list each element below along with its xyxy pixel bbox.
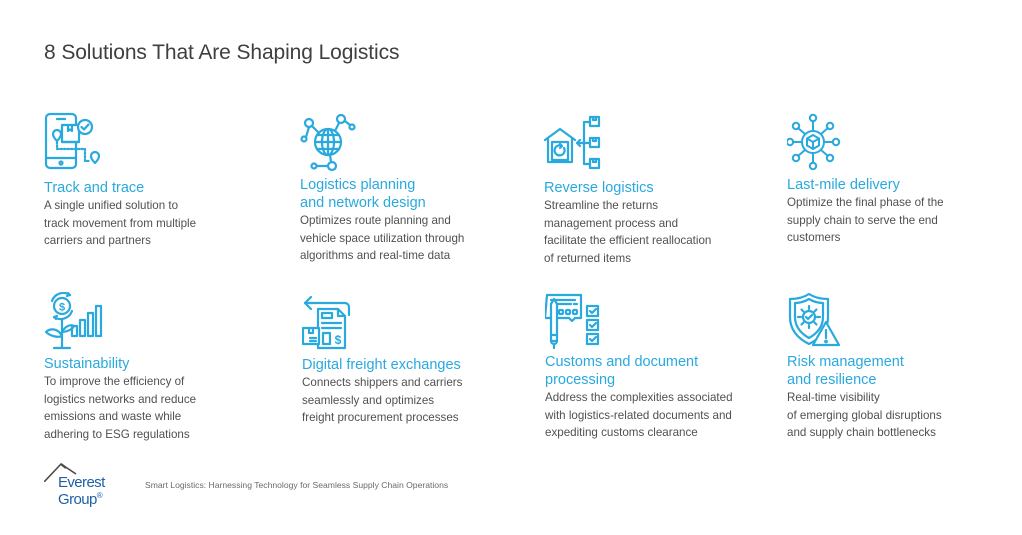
page-title: 8 Solutions That Are Shaping Logistics bbox=[44, 41, 400, 64]
description-line: To improve the efficiency of bbox=[44, 375, 185, 388]
solution-title-text: Risk management bbox=[787, 354, 904, 370]
description-line: logistics networks and reduce bbox=[44, 392, 197, 406]
solution-title: Reverse logistics bbox=[544, 179, 774, 197]
description-line: Streamline the returns bbox=[544, 199, 659, 212]
description-line: supply chain to serve the end bbox=[787, 213, 938, 227]
solution-title-text: and network design bbox=[300, 195, 426, 211]
solution-title: Last-mile delivery bbox=[787, 176, 1017, 194]
description-line: Optimizes route planning and bbox=[300, 214, 451, 227]
description-line: algorithms and real-time data bbox=[300, 249, 451, 262]
footer: Everest Group® Smart Logistics: Harnessi… bbox=[44, 462, 448, 508]
solution-title: Sustainability bbox=[44, 355, 274, 373]
description-line: management process and bbox=[544, 216, 679, 230]
solution-card-digital-freight-exchanges: $ Digital freight exchanges Connects shi… bbox=[302, 292, 532, 427]
delivery-hub-icon bbox=[787, 112, 851, 172]
solution-card-sustainability: $ Sustainability To improve the efficien… bbox=[44, 292, 274, 443]
solution-description: Connects shippers and carriers seamlessl… bbox=[302, 374, 532, 427]
solution-card-last-mile-delivery: Last-mile delivery Optimize the final ph… bbox=[787, 112, 1017, 247]
logo-wordmark: Everest Group bbox=[58, 474, 105, 508]
description-line: vehicle space utilization through bbox=[300, 231, 465, 245]
solution-title-text: Sustainability bbox=[44, 356, 130, 372]
solution-card-track-and-trace: Track and trace A single unified solutio… bbox=[44, 112, 274, 250]
logo-text: Everest Group® bbox=[58, 474, 144, 508]
description-line: customers bbox=[787, 231, 841, 244]
solution-title: Track and trace bbox=[44, 179, 274, 197]
warehouse-returns-icon bbox=[544, 112, 608, 172]
solution-description: To improve the efficiency of logistics n… bbox=[44, 373, 274, 443]
solution-title-text: Logistics planning bbox=[300, 177, 416, 193]
description-line: expediting customs clearance bbox=[545, 426, 698, 439]
smartphone-tracking-icon bbox=[44, 112, 108, 172]
solution-card-risk-management: Risk management and resilience Real-time… bbox=[787, 292, 1017, 442]
globe-network-icon bbox=[300, 112, 364, 172]
description-line: and supply chain bottlenecks bbox=[787, 426, 936, 439]
solution-title: Customs and document processing bbox=[545, 353, 775, 389]
svg-text:$: $ bbox=[59, 302, 65, 314]
solution-card-logistics-planning: Logistics planning and network design Op… bbox=[300, 112, 530, 265]
description-line: of emerging global disruptions bbox=[787, 408, 942, 422]
description-line: with logistics-related documents and bbox=[545, 408, 732, 422]
description-line: Optimize the final phase of the bbox=[787, 196, 944, 209]
solution-description: A single unified solution to track movem… bbox=[44, 197, 274, 250]
registered-mark: ® bbox=[96, 491, 103, 500]
mountain-peak-icon bbox=[44, 463, 77, 482]
everest-group-logo: Everest Group® bbox=[44, 462, 144, 508]
svg-text:$: $ bbox=[335, 333, 342, 347]
shield-warning-icon bbox=[787, 292, 851, 352]
description-line: track movement from multiple bbox=[44, 216, 197, 230]
solution-title: Risk management and resilience bbox=[787, 353, 1017, 389]
description-line: freight procurement processes bbox=[302, 411, 459, 424]
solution-description: Optimize the final phase of the supply c… bbox=[787, 194, 1017, 247]
solution-title-text: processing bbox=[545, 372, 616, 388]
solution-title: Logistics planning and network design bbox=[300, 176, 530, 212]
description-line: of returned items bbox=[544, 251, 631, 265]
description-line: adhering to ESG regulations bbox=[44, 427, 190, 441]
solution-title: Digital freight exchanges bbox=[302, 356, 532, 374]
sustainability-growth-icon: $ bbox=[44, 292, 108, 352]
solution-description: Address the complexities associated with… bbox=[545, 389, 775, 442]
description-line: Address the complexities associated bbox=[545, 391, 733, 404]
solution-title-text: Digital freight exchanges bbox=[302, 357, 461, 373]
solution-title-text: Customs and document bbox=[545, 354, 699, 370]
description-line: Connects shippers and carriers bbox=[302, 376, 463, 389]
footer-caption: Smart Logistics: Harnessing Technology f… bbox=[145, 480, 449, 490]
description-line: emissions and waste while bbox=[44, 410, 182, 423]
solution-description: Streamline the returns management proces… bbox=[544, 197, 774, 267]
solution-title-text: and resilience bbox=[787, 372, 877, 388]
customs-checklist-icon bbox=[545, 292, 609, 352]
freight-document-exchange-icon: $ bbox=[302, 292, 366, 352]
solution-title-text: Last-mile delivery bbox=[787, 177, 900, 193]
solution-title-text: Reverse logistics bbox=[544, 180, 654, 196]
description-line: carriers and partners bbox=[44, 234, 151, 247]
description-line: Real-time visibility bbox=[787, 391, 880, 404]
description-line: A single unified solution to bbox=[44, 199, 179, 212]
description-line: seamlessly and optimizes bbox=[302, 393, 435, 407]
solution-description: Optimizes route planning and vehicle spa… bbox=[300, 212, 530, 265]
solution-description: Real-time visibility of emerging global … bbox=[787, 389, 1017, 442]
solution-title-text: Track and trace bbox=[44, 180, 145, 196]
solution-card-customs-document-processing: Customs and document processing Address … bbox=[545, 292, 775, 442]
solution-card-reverse-logistics: Reverse logistics Streamline the returns… bbox=[544, 112, 774, 267]
description-line: facilitate the efficient reallocation bbox=[544, 234, 712, 247]
